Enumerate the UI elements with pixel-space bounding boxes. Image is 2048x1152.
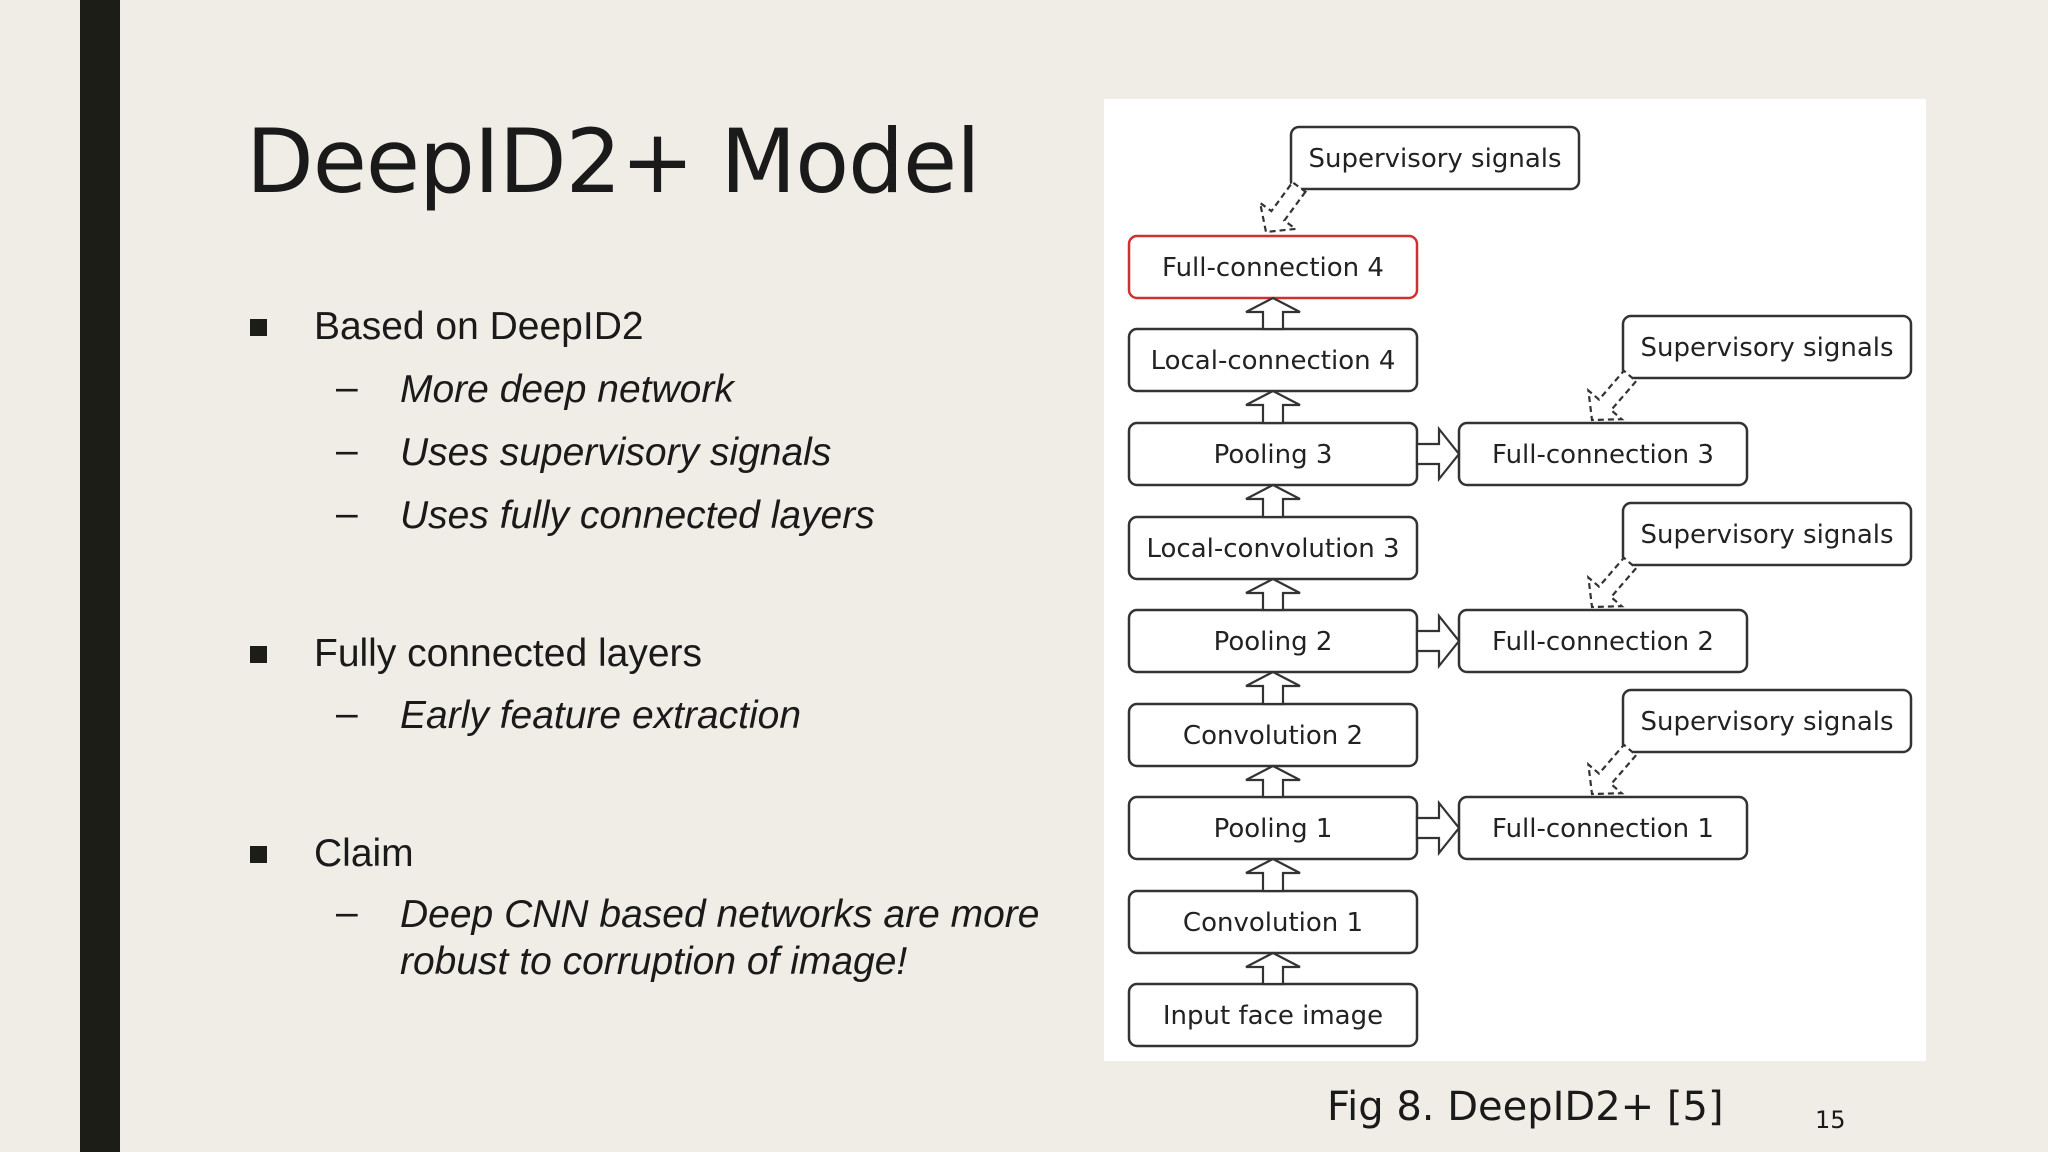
bullet-fully-connected: Fully connected layers (246, 632, 702, 676)
up-arrow-icon (1245, 670, 1301, 706)
node-supervisory-signals-top: Supervisory signals (1289, 125, 1581, 191)
node-pooling-2-label: Pooling 2 (1214, 627, 1333, 657)
up-arrow-icon (1245, 296, 1301, 331)
node-input-face-image-label: Input face image (1163, 1001, 1383, 1031)
node-input-face-image: Input face image (1127, 982, 1419, 1048)
node-local-convolution-3: Local-convolution 3 (1127, 515, 1419, 581)
sub-bullet-text: Deep CNN based networks are more robust … (400, 893, 1040, 983)
node-supervisory-signals-1: Supervisory signals (1621, 688, 1913, 754)
bullet-text: Based on DeepID2 (314, 305, 644, 348)
node-pooling-2: Pooling 2 (1127, 608, 1419, 674)
deepid2-architecture-diagram: Input face image Convolution 1 Pooling 1 Co… (1127, 125, 1913, 1048)
node-supervisory-signals-1-box (1621, 688, 1913, 754)
sub-bullet-text: Early feature extraction (400, 694, 802, 737)
node-local-convolution-3-label: Local-convolution 3 (1146, 534, 1399, 564)
dash-icon: – (336, 492, 358, 535)
node-pooling-1: Pooling 1 (1127, 795, 1419, 861)
node-convolution-1: Convolution 1 (1127, 889, 1419, 955)
node-supervisory-signals-top-label: Supervisory signals (1308, 144, 1561, 174)
figure-caption: Fig 8. DeepID2+ [5] (1327, 1084, 1724, 1130)
node-pooling-3-label: Pooling 3 (1214, 440, 1333, 470)
dashed-arrow-icon (1586, 743, 1638, 796)
node-full-connection-2: Full-connection 2 (1457, 608, 1749, 674)
node-supervisory-signals-3-box (1621, 314, 1913, 380)
sub-bullet-text: Uses supervisory signals (400, 431, 832, 474)
bullet-square-icon (250, 845, 267, 863)
node-full-connection-1: Full-connection 1 (1457, 795, 1749, 861)
sub-bullet-text: Uses fully connected layers (400, 494, 875, 537)
sub-bullet: – Uses fully connected layers (336, 492, 875, 539)
up-arrow-icon (1245, 857, 1301, 893)
node-pooling-1-label: Pooling 1 (1214, 814, 1333, 844)
node-full-connection-4: Full-connection 4 (1127, 234, 1419, 300)
node-supervisory-signals-1-label: Supervisory signals (1640, 707, 1893, 737)
slide-title: DeepID2+ Model (246, 110, 981, 213)
sub-bullet: – Early feature extraction (336, 692, 801, 739)
page-number: 15 (1815, 1106, 1846, 1134)
right-arrow-icon (1415, 799, 1461, 857)
dash-icon: – (336, 429, 358, 472)
dashed-arrow-icon (1258, 180, 1308, 234)
node-supervisory-signals-2: Supervisory signals (1621, 501, 1913, 567)
dashed-arrow-icon (1586, 369, 1638, 422)
node-full-connection-3-label: Full-connection 3 (1492, 440, 1714, 470)
bullet-text: Fully connected layers (314, 632, 703, 675)
up-arrow-icon (1245, 389, 1301, 425)
up-arrow-icon (1245, 483, 1301, 519)
bullet-claim: Claim (246, 832, 414, 876)
right-arrow-icon (1415, 425, 1461, 483)
node-supervisory-signals-3-label: Supervisory signals (1640, 333, 1893, 363)
sub-bullet: – Uses supervisory signals (336, 429, 831, 476)
figure-panel: Input face image Convolution 1 Pooling 1 Co… (1104, 99, 1926, 1061)
sub-bullet: – Deep CNN based networks are more robus… (336, 891, 1076, 985)
bullet-based-on: Based on DeepID2 (246, 305, 644, 349)
dash-icon: – (336, 692, 358, 735)
node-convolution-2: Convolution 2 (1127, 702, 1419, 768)
bullet-text: Claim (314, 832, 414, 875)
node-local-connection-4: Local-connection 4 (1127, 327, 1419, 393)
node-full-connection-1-label: Full-connection 1 (1492, 814, 1714, 844)
node-full-connection-2-label: Full-connection 2 (1492, 627, 1714, 657)
right-arrow-icon (1415, 612, 1461, 670)
node-full-connection-3: Full-connection 3 (1457, 421, 1749, 487)
node-pooling-3: Pooling 3 (1127, 421, 1419, 487)
sub-bullet-text: More deep network (400, 368, 734, 411)
dash-icon: – (336, 891, 358, 934)
node-supervisory-signals-2-box (1621, 501, 1913, 567)
up-arrow-icon (1245, 764, 1301, 799)
node-supervisory-signals-3: Supervisory signals (1621, 314, 1913, 380)
node-convolution-2-label: Convolution 2 (1183, 721, 1363, 751)
dash-icon: – (336, 366, 358, 409)
node-supervisory-signals-top-box (1289, 125, 1581, 191)
up-arrow-icon (1245, 951, 1301, 986)
node-local-connection-4-label: Local-connection 4 (1151, 346, 1396, 376)
dashed-arrow-icon (1586, 556, 1638, 609)
node-convolution-1-label: Convolution 1 (1183, 908, 1363, 938)
node-full-connection-4-label: Full-connection 4 (1162, 253, 1384, 283)
left-accent-bar (80, 0, 120, 1152)
up-arrow-icon (1245, 577, 1301, 612)
bullet-square-icon (250, 645, 267, 663)
sub-bullet: – More deep network (336, 366, 734, 413)
bullet-square-icon (250, 318, 267, 336)
node-supervisory-signals-2-label: Supervisory signals (1640, 520, 1893, 550)
